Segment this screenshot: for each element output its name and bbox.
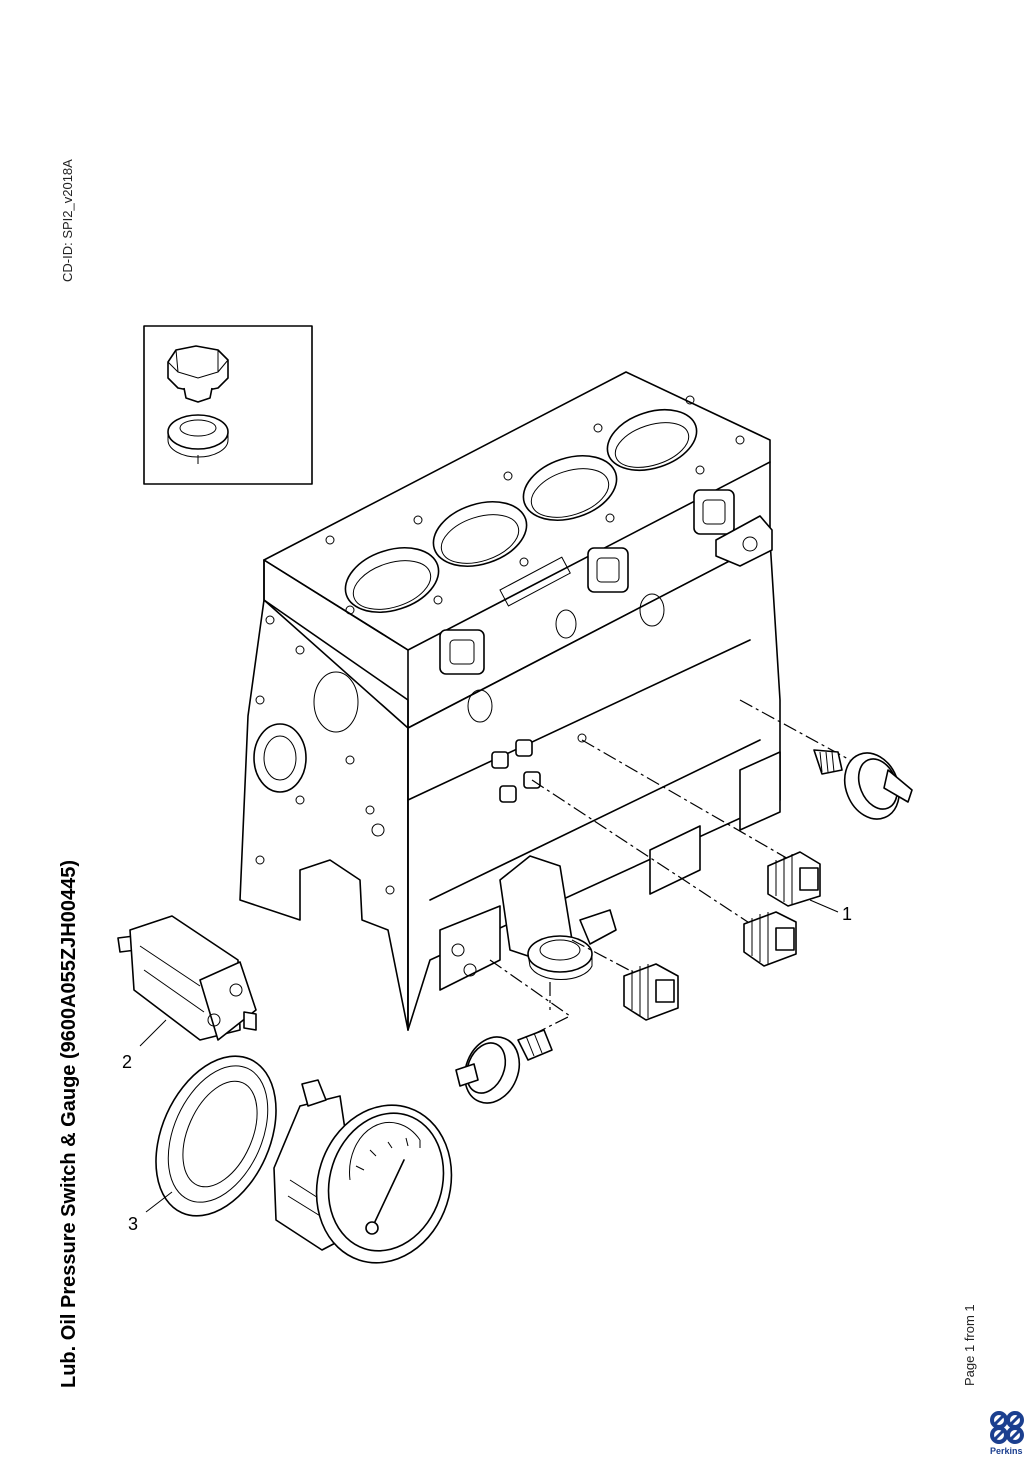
gauge-gasket-icon (155, 1055, 277, 1217)
pressure-switch-right-icon (813, 749, 913, 820)
svg-text:1: 1 (842, 904, 852, 924)
svg-text:2: 2 (122, 1052, 132, 1072)
inset-plug-icon (167, 345, 229, 403)
oil-pressure-gauge-icon (273, 1079, 453, 1264)
plug-lower-icon (623, 963, 679, 1021)
oil-pressure-sender-icon (117, 915, 257, 1041)
callout-3: 3 (128, 1191, 173, 1234)
brand-name: Perkins (990, 1446, 1023, 1456)
perkins-logo-icon (990, 1411, 1024, 1444)
plug-middle-icon (743, 911, 797, 967)
callout-2: 2 (122, 1019, 167, 1072)
assembly-lines (489, 699, 851, 1037)
pressure-switch-lower-icon (455, 1029, 553, 1104)
plug-upper-icon (767, 851, 821, 907)
inset-washer-icon (167, 414, 229, 458)
callout-1: 1 (809, 899, 852, 924)
inset-detail: 1 (143, 325, 313, 485)
engine-block (239, 371, 781, 1031)
svg-text:3: 3 (128, 1214, 138, 1234)
